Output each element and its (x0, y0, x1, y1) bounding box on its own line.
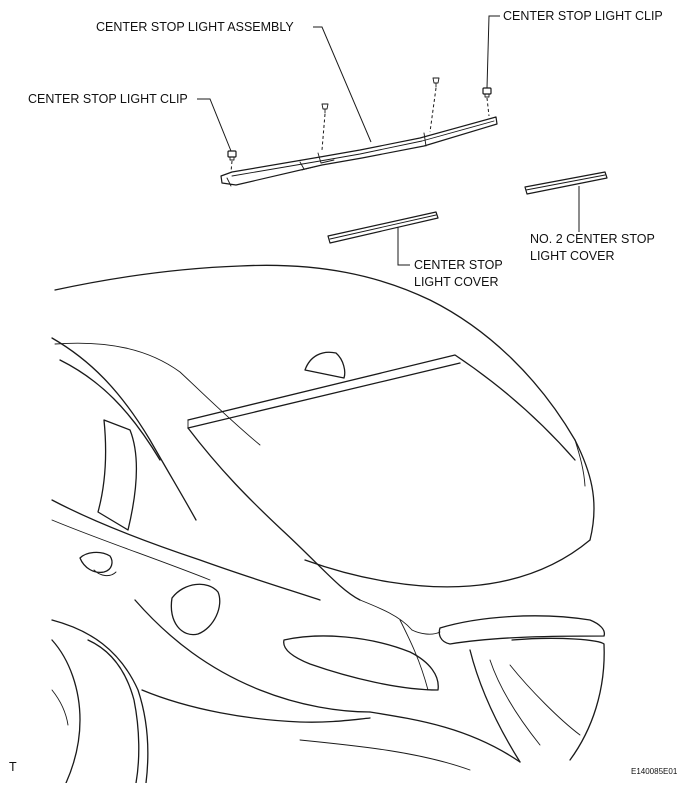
no2-center-stop-light-cover (524, 171, 608, 195)
leader-assembly (313, 26, 372, 143)
label-center-stop-light-assembly: CENTER STOP LIGHT ASSEMBLY (96, 20, 294, 34)
label-center-stop-light-cover-line1: CENTER STOP (414, 258, 503, 272)
center-stop-light-assembly (220, 116, 498, 187)
label-center-stop-light-clip-right: CENTER STOP LIGHT CLIP (503, 9, 663, 23)
screw-left (321, 103, 329, 151)
center-stop-light-clip-right (482, 87, 492, 117)
figure-code: E140085E01 (631, 767, 678, 776)
leader-cover (397, 226, 410, 266)
vehicle-rear-body (51, 264, 606, 784)
label-no2-center-stop-light-cover-line1: NO. 2 CENTER STOP (530, 232, 655, 246)
label-no2-center-stop-light-cover-line2: LIGHT COVER (530, 249, 615, 263)
center-stop-light-clip-left (227, 150, 237, 173)
leader-clip-left (197, 98, 232, 152)
center-stop-light-cover (327, 211, 439, 244)
corner-mark: T (9, 760, 17, 774)
label-center-stop-light-cover-line2: LIGHT COVER (414, 275, 499, 289)
leader-lines (197, 15, 580, 266)
screw-right (429, 77, 440, 133)
leader-clip-right (486, 15, 500, 89)
label-center-stop-light-clip-left: CENTER STOP LIGHT CLIP (28, 92, 188, 106)
